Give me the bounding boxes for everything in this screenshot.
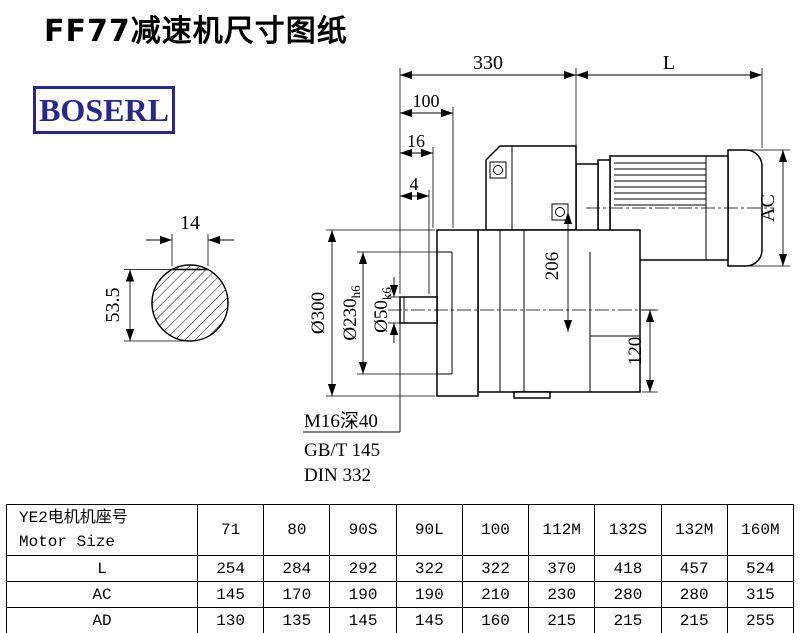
machine-details bbox=[403, 146, 707, 392]
value-cell: 370 bbox=[528, 555, 596, 582]
value-cell: 418 bbox=[594, 555, 662, 582]
bolt-pad-top bbox=[489, 161, 507, 179]
column-header: 71 bbox=[196, 504, 265, 556]
shaft-section-detail bbox=[151, 264, 229, 342]
page-title: FF77减速机尺寸图纸 bbox=[44, 14, 348, 49]
value-cell: 280 bbox=[594, 581, 662, 608]
motor-size-header-cn: YE2电机机座号 bbox=[19, 509, 128, 527]
value-cell: 230 bbox=[528, 581, 596, 608]
value-cell: 284 bbox=[263, 555, 331, 582]
dimension-labels: 330 L 100 16 4 AC 14 53.5 Ø300 Ø230h6 Ø5… bbox=[102, 52, 779, 486]
brand-logo-text: BOSERL bbox=[39, 91, 169, 128]
note-tapped-hole: M16深40 bbox=[304, 410, 378, 432]
value-cell: 254 bbox=[196, 555, 265, 582]
value-cell: 190 bbox=[329, 581, 397, 608]
housing-foot bbox=[513, 391, 551, 399]
table-header-row: YE2电机机座号 Motor Size 71 80 90S 90L 100 11… bbox=[6, 504, 795, 556]
table-row-AC: AC 145 170 190 190 210 230 280 280 315 bbox=[6, 581, 795, 608]
motor-dimension-table: YE2电机机座号 Motor Size 71 80 90S 90L 100 11… bbox=[6, 504, 795, 633]
column-header: 132S bbox=[594, 504, 662, 556]
dim-53-5-label: 53.5 bbox=[102, 288, 124, 323]
motor-size-header-en: Motor Size bbox=[19, 533, 116, 551]
dim-16-label: 16 bbox=[407, 131, 425, 151]
column-header: 132M bbox=[660, 504, 728, 556]
machine-outline bbox=[399, 145, 763, 399]
dim-100-label: 100 bbox=[413, 91, 440, 111]
centerlines bbox=[388, 207, 774, 311]
row-label: L bbox=[6, 555, 198, 582]
table-row-AD: AD 130 135 145 145 160 215 215 215 255 bbox=[6, 607, 795, 633]
value-cell: 145 bbox=[395, 607, 463, 633]
leader-lines bbox=[303, 323, 401, 433]
value-cell: 130 bbox=[196, 607, 265, 633]
value-cell: 210 bbox=[461, 581, 530, 608]
shaft-section-circle bbox=[151, 264, 229, 342]
dim-330-label: 330 bbox=[473, 52, 503, 74]
output-flange bbox=[436, 229, 479, 397]
row-label: AC bbox=[6, 581, 198, 608]
dia-300-label: Ø300 bbox=[308, 292, 329, 334]
bolt-hole-top bbox=[493, 165, 503, 175]
value-cell: 145 bbox=[196, 581, 265, 608]
dimension-lines bbox=[125, 70, 788, 396]
value-cell: 145 bbox=[329, 607, 397, 633]
motor-size-header: YE2电机机座号 Motor Size bbox=[6, 504, 198, 556]
value-cell: 190 bbox=[395, 581, 463, 608]
dim-14-label: 14 bbox=[180, 212, 200, 234]
value-cell: 280 bbox=[660, 581, 728, 608]
brand-logo: BOSERL bbox=[33, 86, 175, 134]
lower-housing bbox=[477, 229, 641, 393]
value-cell: 292 bbox=[329, 555, 397, 582]
value-cell: 170 bbox=[263, 581, 331, 608]
value-cell: 215 bbox=[660, 607, 728, 633]
dia-50-label: Ø50k6 bbox=[371, 287, 394, 333]
value-cell: 524 bbox=[726, 555, 795, 582]
value-cell: 322 bbox=[461, 555, 530, 582]
extension-lines bbox=[124, 68, 790, 397]
column-header: 160M bbox=[726, 504, 795, 556]
dim-AC-label: AC bbox=[757, 194, 779, 222]
row-label: AD bbox=[6, 607, 198, 633]
dim-120-label: 120 bbox=[625, 337, 646, 366]
column-header: 100 bbox=[461, 504, 530, 556]
value-cell: 322 bbox=[395, 555, 463, 582]
note-gb-standard: GB/T 145 bbox=[304, 440, 380, 461]
dim-L-label: L bbox=[663, 52, 675, 74]
value-cell: 315 bbox=[726, 581, 795, 608]
reducer-dimension-drawing: 330 L 100 16 4 AC 14 53.5 Ø300 Ø230h6 Ø5… bbox=[102, 52, 790, 486]
table-row-L: L 254 284 292 322 322 370 418 457 524 bbox=[6, 555, 795, 582]
dim-4-label: 4 bbox=[410, 174, 419, 194]
column-header: 90S bbox=[329, 504, 397, 556]
dia-230-label: Ø230h6 bbox=[340, 285, 363, 341]
note-din-standard: DIN 332 bbox=[304, 465, 371, 486]
value-cell: 135 bbox=[263, 607, 331, 633]
column-header: 90L bbox=[395, 504, 463, 556]
value-cell: 215 bbox=[528, 607, 596, 633]
upper-housing bbox=[485, 145, 577, 231]
value-cell: 215 bbox=[594, 607, 662, 633]
value-cell: 160 bbox=[461, 607, 530, 633]
value-cell: 255 bbox=[726, 607, 795, 633]
column-header: 80 bbox=[263, 504, 331, 556]
column-header: 112M bbox=[528, 504, 596, 556]
dim-206-label: 206 bbox=[542, 252, 563, 281]
value-cell: 457 bbox=[660, 555, 728, 582]
